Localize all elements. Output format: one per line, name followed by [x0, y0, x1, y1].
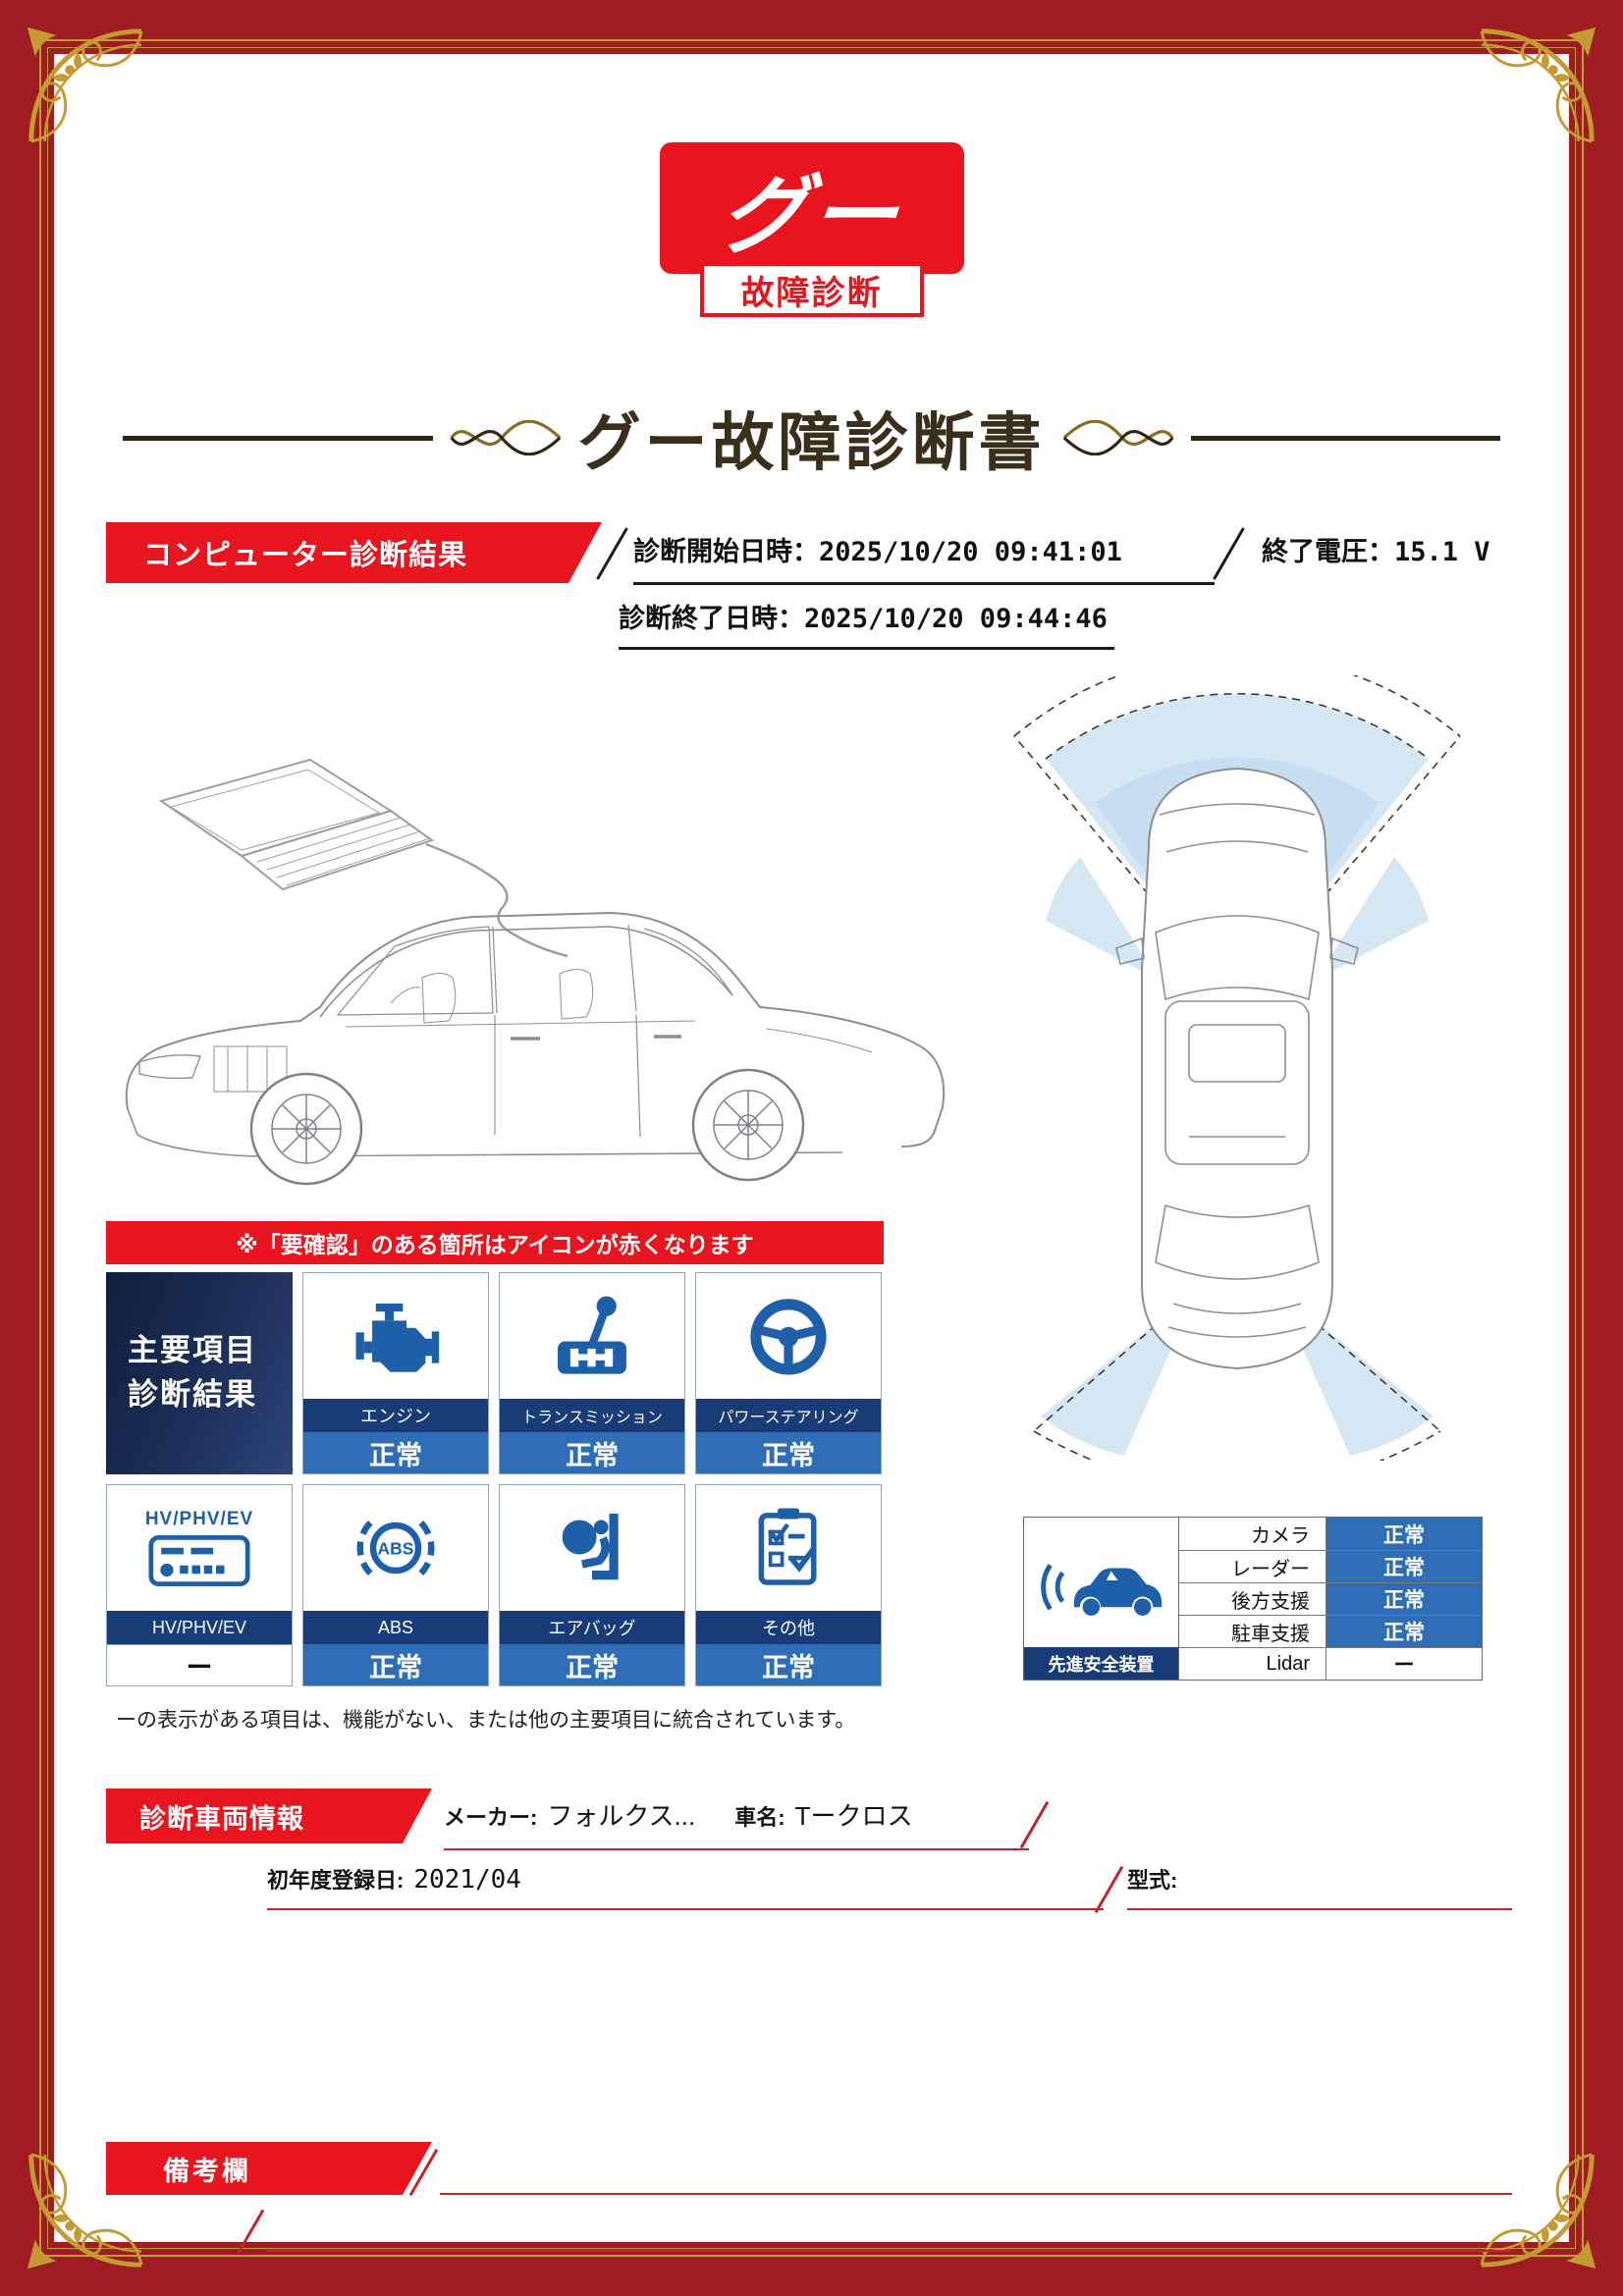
diagnostic-item-airbag: エアバッグ 正常: [499, 1484, 685, 1686]
safety-device-status: 正常: [1326, 1583, 1482, 1615]
engine-icon: [303, 1273, 488, 1399]
vehicle-model-row: 型式:: [1127, 1863, 1512, 1910]
item-label: トランスミッション: [500, 1399, 684, 1432]
remarks-line: [267, 2250, 1512, 2252]
diagnosis-end-value: 2025/10/20 09:44:46: [804, 604, 1108, 634]
model-label: 型式:: [1127, 1868, 1178, 1893]
safety-label: 先進安全装置: [1024, 1647, 1178, 1680]
voltage-label: 終了電圧：: [1262, 537, 1394, 566]
transmission-icon: [500, 1273, 684, 1399]
section-banner-remarks: 備考欄: [106, 2142, 432, 2195]
corner-ornament-icon: [27, 2153, 143, 2269]
safety-device-name: カメラ: [1179, 1518, 1326, 1550]
item-label: HV/PHV/EV: [107, 1611, 292, 1644]
hv-icon-title: HV/PHV/EV: [144, 1509, 254, 1529]
steering-wheel-icon: [696, 1273, 881, 1399]
table-row: カメラ 正常: [1179, 1518, 1482, 1550]
item-label: パワーステアリング: [696, 1399, 881, 1432]
safety-device-status: ー: [1326, 1648, 1482, 1680]
table-row: 後方支援 正常: [1179, 1582, 1482, 1615]
sensor-coverage-illustration: [1013, 675, 1461, 1461]
diagnostic-item-engine: エンジン 正常: [302, 1272, 489, 1474]
goo-logo-text: グー: [715, 166, 906, 264]
car-diagnosis-illustration: [125, 758, 946, 1186]
registration-label: 初年度登録日:: [267, 1868, 405, 1893]
diagnosis-start-value: 2025/10/20 09:41:01: [819, 537, 1122, 567]
diagnosis-voltage-row: 終了電圧：15.1 V: [1262, 530, 1490, 568]
corner-ornament-icon: [1480, 2153, 1596, 2269]
main-items-header-line2: 診断結果: [128, 1377, 257, 1412]
voltage-value: 15.1 V: [1394, 537, 1490, 567]
safety-icon-pane: 先進安全装置: [1024, 1518, 1179, 1680]
item-status: 正常: [696, 1644, 881, 1685]
table-row: Lidar ー: [1179, 1647, 1482, 1680]
item-label: エンジン: [303, 1399, 488, 1432]
item-status: ー: [107, 1644, 292, 1685]
safety-device-status: 正常: [1326, 1518, 1482, 1550]
airbag-icon: [500, 1485, 684, 1611]
diagnostic-item-transmission: トランスミッション 正常: [499, 1272, 685, 1474]
safety-device-name: 後方支援: [1179, 1583, 1326, 1615]
page-title: グー故障診断書: [577, 407, 1046, 478]
item-status: 正常: [303, 1644, 488, 1685]
section-banner-computer-diagnosis: コンピューター診断結果: [106, 522, 602, 583]
title-rule-right: [1190, 435, 1500, 441]
main-items-header-line1: 主要項目: [128, 1333, 257, 1368]
diagnostic-item-abs: ABS ABS 正常: [302, 1484, 489, 1686]
checklist-icon: [696, 1485, 881, 1611]
item-status: 正常: [500, 1644, 684, 1685]
diagnostic-item-other: その他 正常: [695, 1484, 882, 1686]
diagnostic-item-power-steering: パワーステアリング 正常: [695, 1272, 882, 1474]
safety-device-status: 正常: [1326, 1551, 1482, 1582]
corner-ornament-icon: [27, 27, 143, 143]
table-row: レーダー 正常: [1179, 1550, 1482, 1582]
diagnostic-item-hv-phv-ev: HV/PHV/EV HV/PHV/EV ー: [106, 1484, 293, 1686]
item-label: その他: [696, 1611, 881, 1644]
grid-footnote: ーの表示がある項目は、機能がない、または他の主要項目に統合されています。: [116, 1709, 856, 1732]
diagnosis-start-label: 診断開始日時：: [633, 537, 819, 566]
title-row: グー故障診断書: [123, 393, 1500, 483]
safety-device-name: 駐車支援: [1179, 1616, 1326, 1647]
title-flourish-icon: [1062, 420, 1174, 455]
svg-text:ABS: ABS: [378, 1538, 414, 1558]
goo-logo: グー 故障診断: [659, 142, 964, 317]
diagnosis-start-row: 診断開始日時：2025/10/20 09:41:01: [633, 530, 1215, 585]
goo-logo-sub: 故障診断: [699, 262, 924, 317]
remarks-line: [440, 2193, 1512, 2195]
safety-device-name: Lidar: [1179, 1648, 1326, 1680]
title-flourish-icon: [449, 420, 561, 455]
section-banner-vehicle-info: 診断車両情報: [106, 1789, 432, 1843]
maker-value: フォルクス...: [547, 1801, 696, 1831]
warning-banner: ※「要確認」のある箇所はアイコンが赤くなります: [106, 1221, 884, 1264]
item-status: 正常: [303, 1432, 488, 1473]
safety-device-status: 正常: [1326, 1616, 1482, 1647]
maker-label: メーカー:: [444, 1805, 538, 1830]
table-row: 駐車支援 正常: [1179, 1615, 1482, 1647]
vehicle-registration-row: 初年度登録日: 2021/04: [267, 1863, 1104, 1910]
car-name-value: Tークロス: [794, 1801, 913, 1831]
goo-logo-main: グー: [659, 142, 964, 274]
safety-device-name: レーダー: [1179, 1551, 1326, 1582]
diagnosis-end-label: 診断終了日時：: [619, 604, 804, 633]
advanced-safety-table: 先進安全装置 カメラ 正常 レーダー 正常 後方支援 正常 駐車支援 正常 Li…: [1023, 1517, 1483, 1681]
item-status: 正常: [500, 1432, 684, 1473]
title-rule-left: [123, 435, 433, 441]
diagnosis-end-row: 診断終了日時：2025/10/20 09:44:46: [619, 597, 1114, 650]
hv-phv-ev-icon: HV/PHV/EV: [107, 1485, 292, 1611]
vehicle-maker-row: メーカー: フォルクス... 車名: Tークロス: [444, 1796, 1029, 1850]
safety-car-icon: [1024, 1518, 1178, 1647]
abs-icon: ABS: [303, 1485, 488, 1611]
main-items-header: 主要項目 診断結果: [106, 1272, 293, 1474]
safety-rows: カメラ 正常 レーダー 正常 後方支援 正常 駐車支援 正常 Lidar ー: [1179, 1518, 1482, 1680]
main-items-grid: 主要項目 診断結果 エンジン 正常: [106, 1272, 882, 1686]
item-status: 正常: [696, 1432, 881, 1473]
item-label: エアバッグ: [500, 1611, 684, 1644]
item-label: ABS: [303, 1611, 488, 1644]
registration-value: 2021/04: [413, 1865, 521, 1895]
car-name-label: 車名:: [734, 1805, 785, 1830]
corner-ornament-icon: [1480, 27, 1596, 143]
